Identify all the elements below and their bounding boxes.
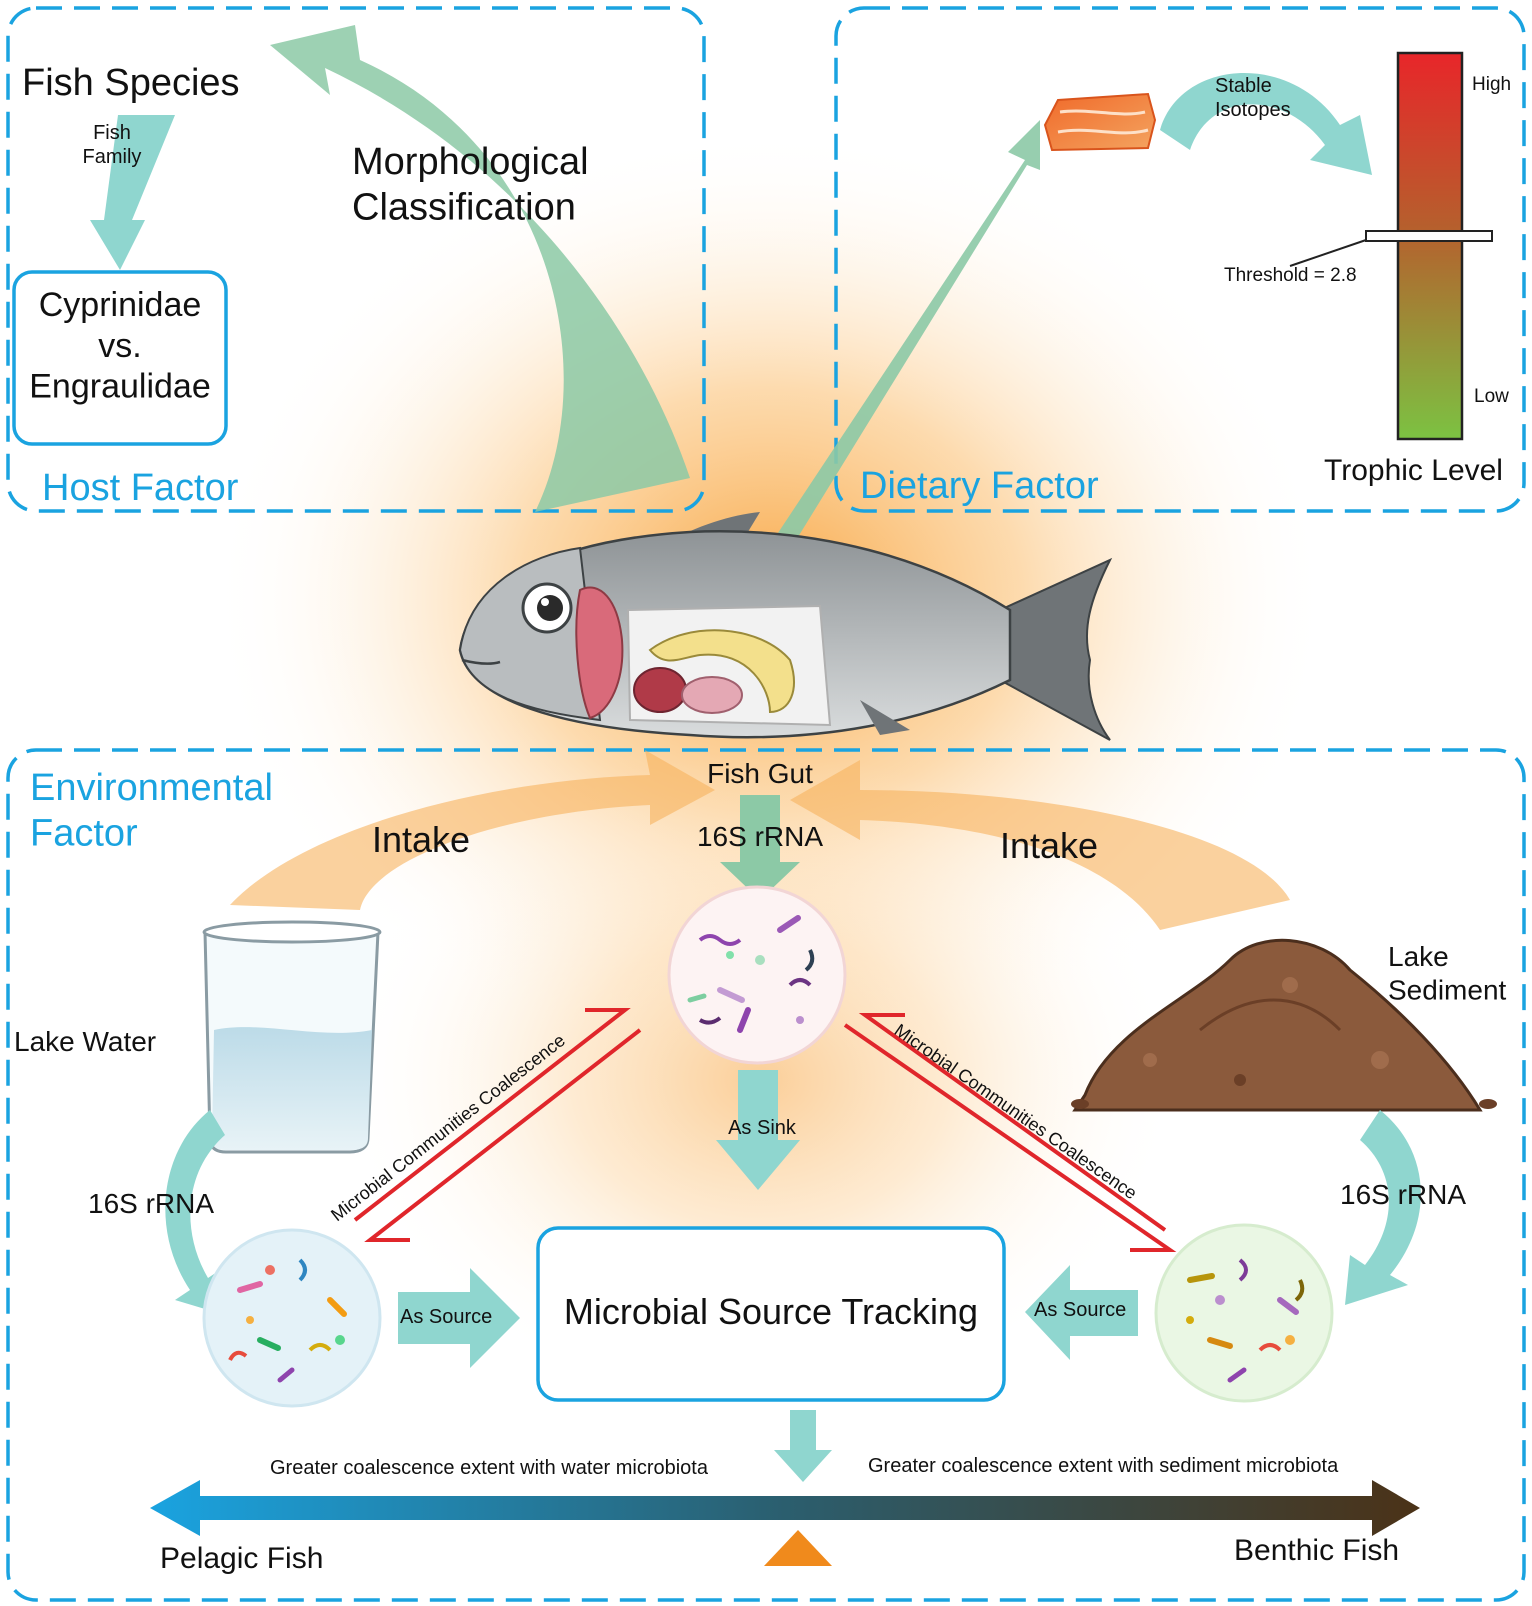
gut-microbiota-icon (667, 885, 847, 1065)
coalescence-scale-arrow (150, 1480, 1420, 1536)
fish-gut-label: Fish Gut (707, 758, 813, 789)
water-sampling-arrow (165, 1110, 225, 1315)
gut-sampling-arrow (720, 795, 800, 900)
tracking-result-arrow (774, 1410, 832, 1482)
coalescence-right-arrows (843, 1013, 1177, 1252)
as-source-left-label: As Source (400, 1306, 492, 1328)
scale-left-label: Greater coalescence extent with water mi… (270, 1457, 709, 1479)
intake-left-label: Intake (372, 819, 470, 860)
sediment-16s-label: 16S rRNA (1340, 1179, 1466, 1210)
benthic-fish-label: Benthic Fish (1234, 1534, 1399, 1567)
sediment-sampling-arrow (1345, 1110, 1421, 1305)
as-sink-arrow (716, 1070, 800, 1190)
diet-sampling-arrow (770, 120, 1040, 550)
as-source-right-label: As Source (1034, 1299, 1126, 1321)
water-16s-label: 16S rRNA (88, 1188, 214, 1219)
dietary-factor-label: Dietary Factor (860, 465, 1099, 507)
trophic-level-label: Trophic Level (1324, 454, 1503, 487)
intake-left-arrow (230, 750, 715, 910)
intake-right-label: Intake (1000, 825, 1098, 866)
trophic-low-label: Low (1474, 386, 1509, 407)
intake-right-arrow (790, 760, 1290, 930)
host-factor-label: Host Factor (42, 467, 239, 509)
trophic-level-bar (1396, 51, 1464, 441)
morphological-arrow (270, 25, 690, 512)
lake-water-label: Lake Water (14, 1026, 156, 1057)
fish-flesh-icon (1043, 92, 1157, 152)
fish-anatomy-illustration (458, 512, 1113, 741)
microbial-source-tracking-label: Microbial Source Tracking (564, 1291, 978, 1332)
threshold-label: Threshold = 2.8 (1224, 265, 1357, 286)
threshold-marker (1365, 230, 1493, 242)
fish-species-label: Fish Species (22, 62, 240, 104)
trophic-high-label: High (1472, 74, 1511, 95)
scale-right-label: Greater coalescence extent with sediment… (868, 1455, 1339, 1477)
coalescence-left-arrows (353, 1008, 642, 1242)
as-source-left-arrow (398, 1268, 520, 1368)
fish-family-arrow (90, 115, 175, 270)
threshold-leader-line (1289, 239, 1367, 267)
as-source-right-arrow (1025, 1265, 1138, 1360)
lake-sediment-pile-icon (1071, 938, 1497, 1112)
sediment-microbiota-icon (1154, 1223, 1334, 1403)
lake-water-beaker-icon (202, 920, 382, 1154)
as-sink-label: As Sink (728, 1117, 797, 1139)
water-microbiota-icon (202, 1228, 382, 1408)
pelagic-fish-label: Pelagic Fish (160, 1542, 323, 1575)
family-comparison-box (12, 270, 228, 446)
position-marker-triangle (764, 1530, 832, 1566)
host-factor-panel (6, 6, 706, 513)
microbial-source-tracking-box (536, 1226, 1006, 1402)
gut-16s-label: 16S rRNA (697, 821, 823, 852)
stable-isotopes-arrow (1160, 72, 1372, 175)
dietary-factor-panel (834, 6, 1526, 513)
environmental-factor-panel (6, 748, 1526, 1602)
